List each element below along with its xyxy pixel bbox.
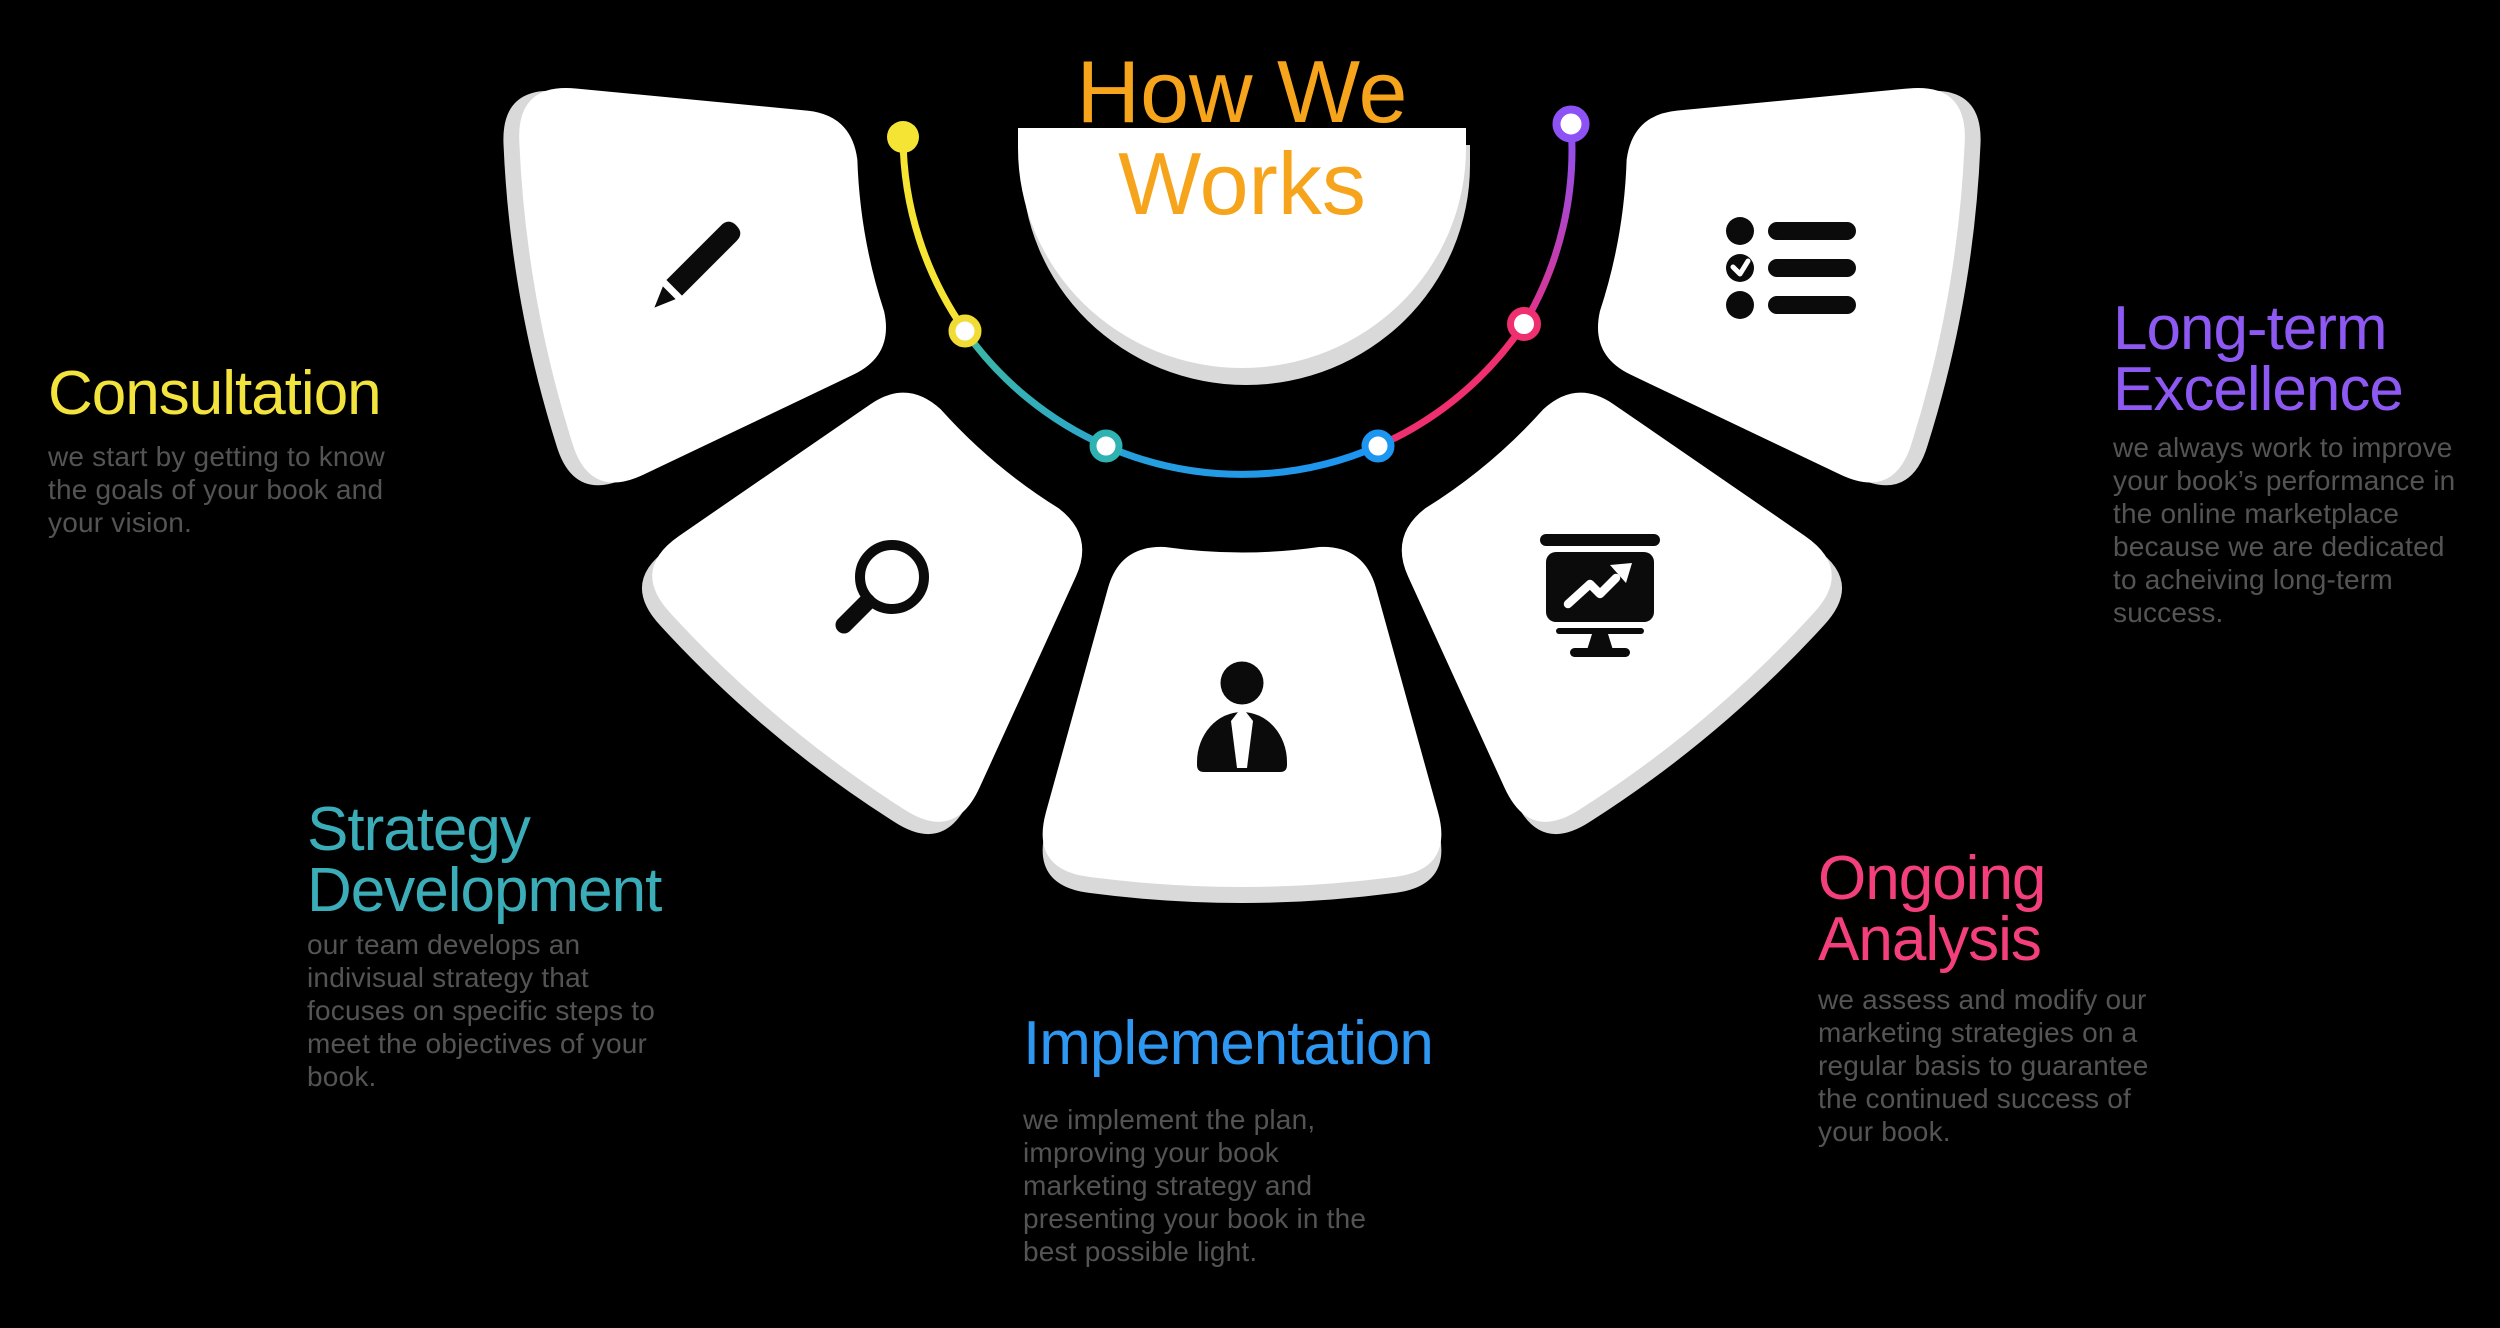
page-title: How We Works xyxy=(1076,42,1408,233)
step-body-ongoing-analysis: we assess and modify our marketing strat… xyxy=(1818,984,2149,1147)
timeline-arc xyxy=(899,120,1576,478)
dot-implementation xyxy=(1361,429,1395,463)
step-heading-implementation: Implementation xyxy=(1023,1009,1434,1078)
dot-ongoing xyxy=(1507,307,1541,341)
dot-consultation xyxy=(948,314,982,348)
step-body-implementation: we implement the plan, improving your bo… xyxy=(1023,1104,1367,1267)
arc-segment-purple xyxy=(1520,120,1576,328)
title-bowl-face xyxy=(1018,128,1466,368)
dot-end-purple xyxy=(1552,105,1590,143)
person-icon xyxy=(1197,661,1287,772)
title-bowl xyxy=(1018,128,1470,385)
step-body-long-term-excellence: we always work to improve your book’s pe… xyxy=(2113,432,2456,628)
step-heading-consultation: Consultation xyxy=(48,359,382,428)
arc-segment-pink xyxy=(1374,320,1528,450)
step-heading-long-term-excellence: Long-term Excellence xyxy=(2113,294,2404,424)
dot-start-yellow xyxy=(887,121,919,153)
arc-segment-blue xyxy=(1102,442,1382,478)
step-body-strategy-development: our team develops an indivisual strategy… xyxy=(307,929,655,1092)
dot-strategy xyxy=(1089,429,1123,463)
pencil-icon xyxy=(654,221,741,308)
step-heading-ongoing-analysis: Ongoing Analysis xyxy=(1818,844,2046,974)
magnifier-icon xyxy=(835,540,929,634)
presentation-chart-icon xyxy=(1540,534,1660,657)
step-body-consultation: we start by getting to know the goals of… xyxy=(48,441,385,538)
checklist-icon xyxy=(1726,217,1856,319)
arc-segment-yellow xyxy=(899,133,969,335)
arc-segment-teal xyxy=(961,327,1110,450)
timeline-dots xyxy=(887,105,1590,463)
step-heading-strategy-development: Strategy Development xyxy=(307,795,662,925)
